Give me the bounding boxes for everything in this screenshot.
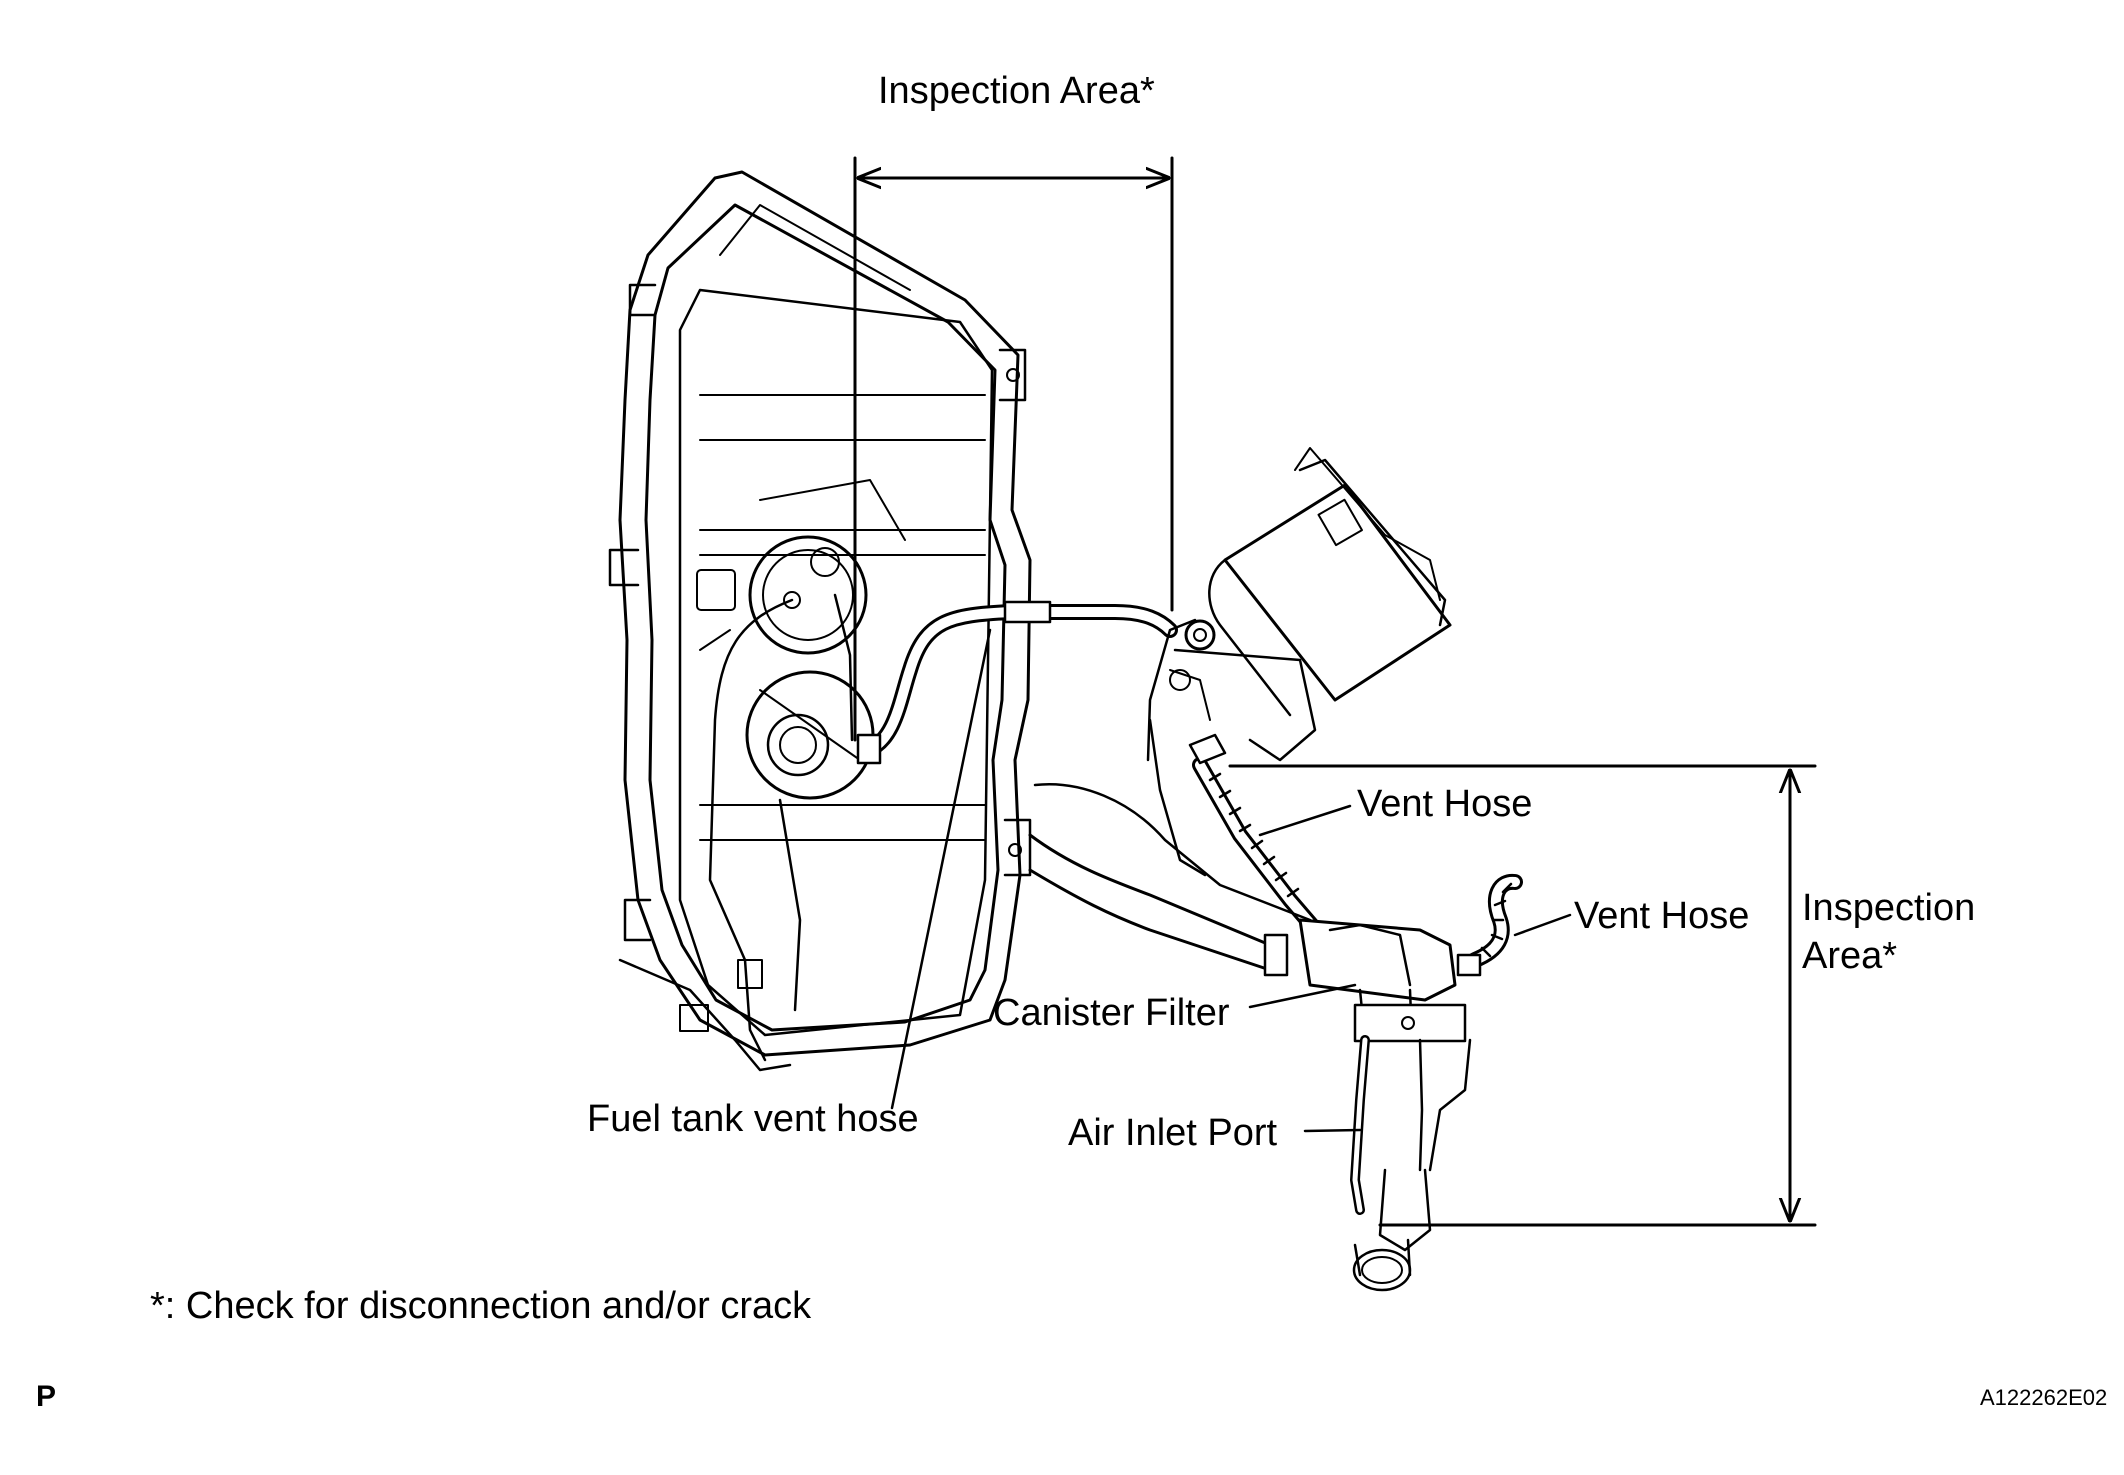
figure-code: A122262E02 xyxy=(1980,1385,2108,1410)
fuel-tank-vent-hose xyxy=(833,593,1178,765)
air-inlet-port-label: Air Inlet Port xyxy=(1068,1112,1278,1154)
inspection-area-right-label-line1: Inspection xyxy=(1802,887,1976,929)
leader-vent-hose-lower xyxy=(1513,913,1572,937)
inspection-area-top-label: Inspection Area* xyxy=(878,70,1155,112)
vent-hose-lower xyxy=(1456,873,1523,977)
charcoal-canister xyxy=(1146,447,1452,762)
vent-hose-lower-label: Vent Hose xyxy=(1574,895,1750,937)
leader-lines xyxy=(890,628,1572,1133)
inspection-area-top-dimension xyxy=(853,156,1174,742)
canister-filter-label: Canister Filter xyxy=(993,992,1230,1034)
inspection-area-right-dimension xyxy=(1228,764,1817,1227)
air-inlet-port xyxy=(1350,1035,1472,1292)
canister-filter xyxy=(1298,918,1467,1043)
leader-air-inlet-port xyxy=(1303,1128,1362,1133)
leader-fuel-tank-vent-hose xyxy=(890,628,992,1110)
vent-hose-upper-label: Vent Hose xyxy=(1357,783,1533,825)
leader-vent-hose-upper xyxy=(1258,804,1352,837)
fuel-tank xyxy=(608,170,1032,1072)
fuel-tank-vent-hose-label: Fuel tank vent hose xyxy=(587,1098,919,1140)
leader-canister-filter xyxy=(1248,983,1357,1009)
inspection-area-right-label-line2: Area* xyxy=(1802,935,1898,977)
corner-mark: P xyxy=(36,1380,57,1413)
fuel-filler-and-lines xyxy=(1028,718,1312,977)
footnote: *: Check for disconnection and/or crack xyxy=(150,1285,812,1327)
